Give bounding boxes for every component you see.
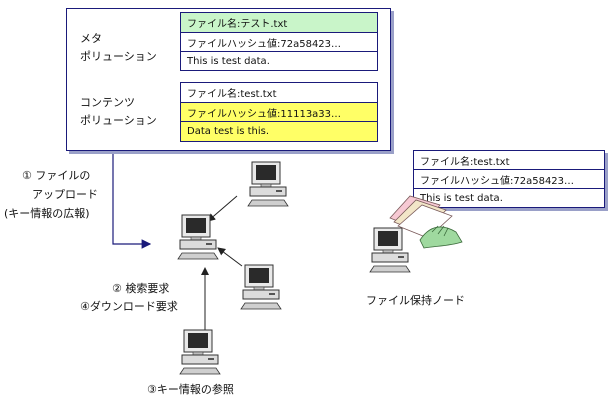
hand-icon xyxy=(419,225,463,249)
upload-label-line1: ① ファイルの xyxy=(22,169,91,182)
upload-label-line3: (キー情報の広報) xyxy=(4,207,90,220)
meta-pollution-table: ファイル名:テスト.txt ファイルハッシュ値:72a58423… This i… xyxy=(180,12,378,71)
content-label-line2: ポリューション xyxy=(80,114,157,127)
computer-icon-top xyxy=(247,161,289,207)
meta-hash-cell: ファイルハッシュ値:72a58423… xyxy=(181,32,377,51)
holder-label: ファイル保持ノード xyxy=(366,294,465,307)
upload-label-line2: アップロード xyxy=(32,188,98,201)
meta-data-cell: This is test data. xyxy=(181,51,377,70)
document-icon xyxy=(389,195,453,239)
content-filename-cell: ファイル名:test.txt xyxy=(187,89,277,100)
content-label-line1: コンテンツ xyxy=(80,96,135,109)
upload-connector xyxy=(112,150,152,249)
pollution-panel: メタ ポリューション コンテンツ ポリューション ファイル名:テスト.txt フ… xyxy=(66,8,391,151)
computer-icon-holder xyxy=(369,227,411,273)
search-label-line1: ② 検索要求 xyxy=(112,282,170,295)
content-pollution-table: ファイル名:test.txt ファイルハッシュ値:11113a33… Data … xyxy=(180,82,378,142)
meta-label-line1: メタ xyxy=(80,32,102,45)
meta-label-line2: ポリューション xyxy=(80,50,157,63)
computer-icon-right xyxy=(240,264,282,310)
holder-hash-cell: ファイルハッシュ値:72a58423… xyxy=(414,169,604,188)
reference-label: ③キー情報の参照 xyxy=(147,383,234,396)
holder-filename-cell: ファイル名:test.txt xyxy=(420,156,510,168)
holder-table: ファイル名:test.txt ファイルハッシュ値:72a58423… This … xyxy=(413,150,605,208)
meta-filename-cell: ファイル名:テスト.txt xyxy=(181,13,377,32)
arrow-top-computer xyxy=(207,195,238,222)
computer-icon-center xyxy=(177,214,219,260)
arrow-right-computer xyxy=(217,247,243,267)
content-hash-cell: ファイルハッシュ値:11113a33… xyxy=(181,102,377,121)
search-label-line2: ④ダウンロード要求 xyxy=(80,300,178,313)
computer-icon-bottom xyxy=(179,329,221,375)
content-data-cell: Data test is this. xyxy=(181,121,377,141)
holder-data-cell: This is test data. xyxy=(414,188,604,207)
